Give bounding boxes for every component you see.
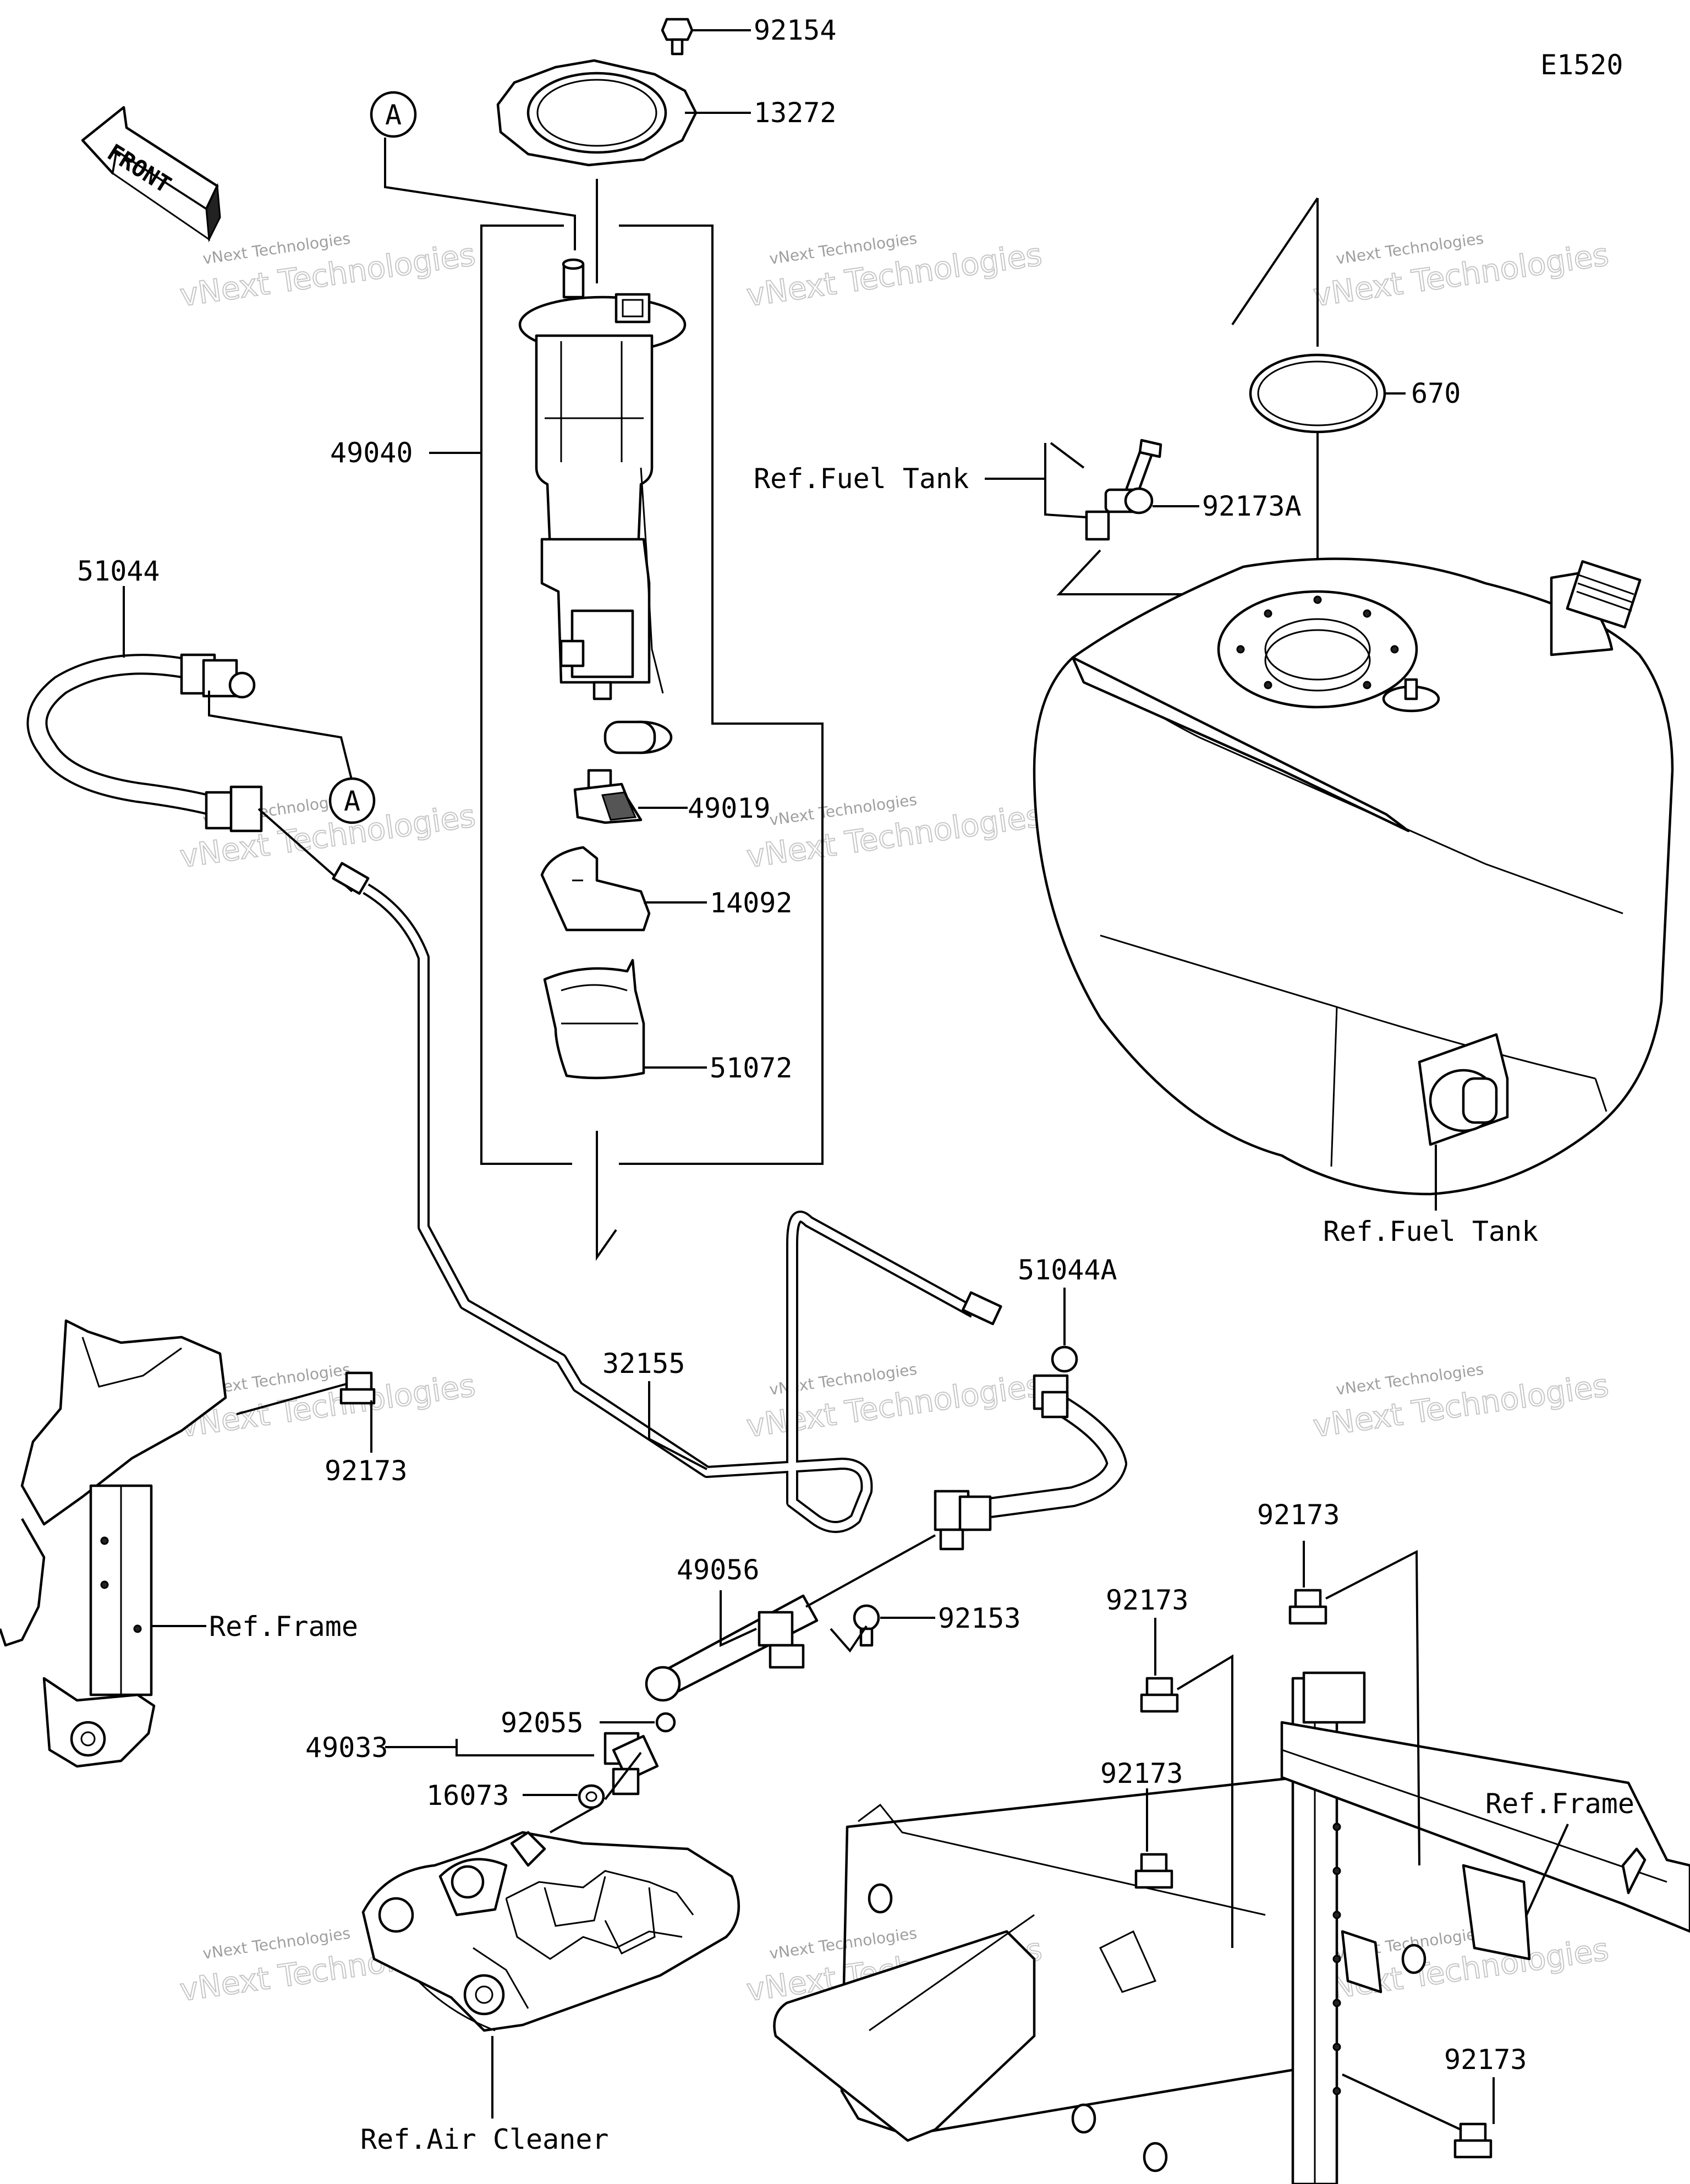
leader-clip-3-line: [1176, 1654, 1233, 1948]
leader-49056: [720, 1590, 757, 1647]
leader-injector-line: [604, 1751, 642, 1800]
fuel-rail-49056: [645, 1534, 936, 1702]
part-label-92173-5: 92173: [1444, 2044, 1527, 2076]
clip-92173-2: [1288, 1589, 1327, 1625]
diagram-code: E1520: [1540, 49, 1623, 81]
fuel-line-32155: [332, 862, 1002, 1533]
part-label-92173a: 92173A: [1202, 490, 1302, 522]
part-label-49056: 49056: [677, 1554, 760, 1586]
ref-frame-2: Ref.Frame: [1485, 1788, 1634, 1820]
leader-ref-fuel-tank-1b: [1050, 442, 1085, 469]
part-label-49040: 49040: [330, 437, 413, 469]
hose-51044a: [934, 1345, 1127, 1551]
leader-49033-bracket: [456, 1739, 594, 1756]
frame-left: [0, 1319, 227, 1768]
leader-callout-a-top: [384, 138, 576, 250]
leader-seal-line: [550, 1807, 595, 1833]
svg-text:A: A: [385, 99, 402, 131]
throttle-body-air-cleaner: [361, 1831, 740, 2032]
fuel-tank: [1033, 557, 1674, 1196]
part-label-92173-1: 92173: [325, 1455, 408, 1487]
leader-clip-2-line: [1325, 1550, 1420, 1866]
callout-a-top: A: [370, 91, 417, 138]
leader-ref-frame-2: [1526, 1824, 1569, 1915]
clip-92173-left: [339, 1371, 376, 1405]
frame-right: [773, 1671, 1690, 2184]
watermark: vNext Technologies vNext Technologies: [744, 791, 1045, 876]
leader-clip-left-line: [236, 1383, 347, 1415]
seal-16073: [578, 1784, 605, 1809]
leader-ref-fuel-tank-1: [985, 443, 1087, 518]
part-label-49019: 49019: [688, 792, 771, 824]
cover-51072: [543, 959, 645, 1080]
clip-92173-4: [1134, 1853, 1173, 1889]
holder-14092: [540, 846, 651, 932]
hose-51044: [26, 653, 353, 893]
leader-pump-bottom: [596, 1131, 617, 1261]
part-label-92055: 92055: [501, 1707, 584, 1739]
fuel-filter-49019: [573, 769, 643, 824]
leader-tank-diag: [1231, 197, 1319, 326]
watermark: vNext Technologies vNext Technologies: [744, 229, 1045, 315]
part-label-13272: 13272: [754, 97, 837, 129]
clip-92173-3: [1140, 1677, 1179, 1713]
part-label-14092: 14092: [710, 887, 793, 919]
ref-fuel-tank-1: Ref.Fuel Tank: [754, 463, 969, 495]
bolt-92153: [853, 1604, 880, 1647]
ref-air-cleaner: Ref.Air Cleaner: [360, 2123, 609, 2155]
leader-32155: [648, 1381, 707, 1470]
bracket-49040-right: [619, 225, 824, 1165]
ref-frame-1: Ref.Frame: [209, 1611, 358, 1643]
clip-92173-5: [1453, 2122, 1493, 2159]
part-label-51072: 51072: [710, 1052, 793, 1084]
part-label-92153: 92153: [938, 1602, 1021, 1634]
ref-fuel-tank-2: Ref.Fuel Tank: [1323, 1216, 1538, 1247]
bolt-92154: [661, 18, 694, 56]
watermark: vNext Technologies vNext Technologies: [1310, 229, 1611, 315]
part-label-16073: 16073: [426, 1780, 509, 1811]
part-label-92173-2: 92173: [1257, 1499, 1340, 1531]
watermark: vNext Technologies vNext Technologies: [177, 229, 478, 315]
part-label-92173-4: 92173: [1100, 1758, 1183, 1789]
o-ring-92055: [655, 1712, 676, 1733]
bracket-49040-left: [480, 225, 572, 1165]
injector-49033: [603, 1732, 659, 1796]
leader-callout-a-mid: [208, 691, 353, 782]
part-label-49033: 49033: [305, 1732, 388, 1764]
part-label-92173-3: 92173: [1106, 1584, 1189, 1616]
part-label-51044a: 51044A: [1018, 1254, 1117, 1286]
callout-a-mid: A: [328, 777, 376, 824]
svg-text:A: A: [344, 785, 360, 817]
fuel-pump-assembly-49040: [518, 258, 687, 754]
plate-13272: [496, 59, 698, 167]
leader-92153-v: [830, 1625, 868, 1653]
part-label-51044: 51044: [77, 555, 160, 587]
part-label-32155: 32155: [602, 1348, 685, 1380]
clip-92173a: [1085, 439, 1162, 541]
gasket-670: [1249, 353, 1386, 434]
part-label-92154: 92154: [754, 14, 837, 46]
leader-clip-5-line: [1342, 2073, 1461, 2131]
front-arrow-icon: FRONT: [81, 106, 221, 243]
watermark: vNext Technologies vNext Technologies: [1310, 1360, 1611, 1446]
part-label-670: 670: [1411, 377, 1461, 409]
